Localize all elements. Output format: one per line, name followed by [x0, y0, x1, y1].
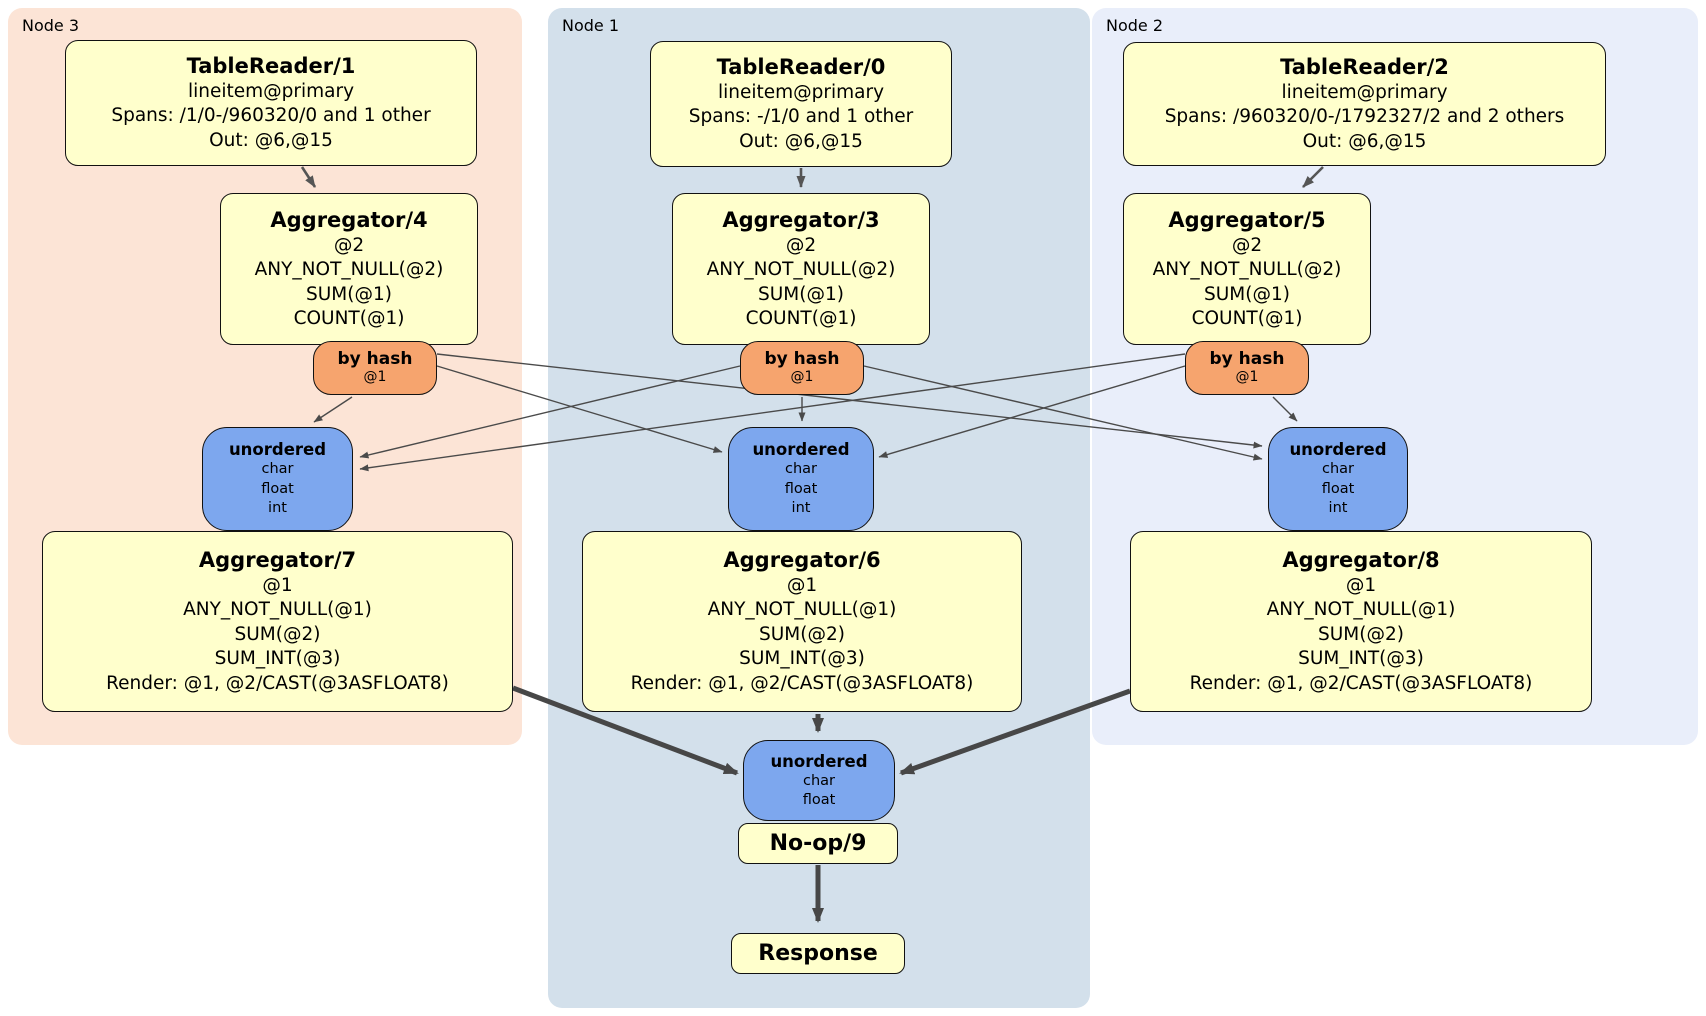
aggregator-6: Aggregator/6 @1 ANY_NOT_NULL(@1) SUM(@2)…: [582, 531, 1022, 712]
tr-agg-arrows: [300, 166, 1324, 188]
router-sync-edges: [313, 353, 1298, 472]
response: Response: [731, 933, 905, 974]
table-reader-0: TableReader/0 lineitem@primary Spans: -/…: [650, 41, 952, 167]
aggregator-6-title: Aggregator/6: [723, 547, 881, 572]
aggregator-4-title: Aggregator/4: [270, 207, 428, 232]
table-reader-1-title: TableReader/1: [186, 53, 356, 78]
aggregator-8: Aggregator/8 @1 ANY_NOT_NULL(@1) SUM(@2)…: [1130, 531, 1592, 712]
table-reader-0-title: TableReader/0: [716, 54, 886, 79]
aggregator-5: Aggregator/5 @2 ANY_NOT_NULL(@2) SUM(@1)…: [1123, 193, 1371, 345]
unordered-sync-node2: unordered char float int: [1268, 427, 1408, 531]
aggregator-3: Aggregator/3 @2 ANY_NOT_NULL(@2) SUM(@1)…: [672, 193, 930, 345]
table-reader-2-title: TableReader/2: [1280, 54, 1449, 79]
hash-router-4: by hash @1: [313, 341, 437, 395]
aggregator-7: Aggregator/7 @1 ANY_NOT_NULL(@1) SUM(@2)…: [42, 531, 513, 712]
hash-router-5: by hash @1: [1185, 341, 1309, 395]
aggregator-8-title: Aggregator/8: [1282, 547, 1440, 572]
aggregator-3-title: Aggregator/3: [722, 207, 880, 232]
table-reader-2: TableReader/2 lineitem@primary Spans: /9…: [1123, 42, 1606, 166]
unordered-sync-node1: unordered char float int: [728, 427, 874, 531]
aggregator-4: Aggregator/4 @2 ANY_NOT_NULL(@2) SUM(@1)…: [220, 193, 478, 345]
unordered-sync-final: unordered char float: [743, 740, 895, 821]
node-2-label: Node 2: [1106, 16, 1164, 35]
noop-9: No-op/9: [738, 823, 898, 864]
aggregator-7-title: Aggregator/7: [198, 547, 357, 572]
node-1-label: Node 1: [562, 16, 620, 35]
node-3-label: Node 3: [22, 16, 80, 35]
aggregator-5-title: Aggregator/5: [1168, 207, 1326, 232]
unordered-sync-node3: unordered char float int: [202, 427, 353, 531]
hash-router-3: by hash @1: [740, 341, 864, 395]
final-arrows: [512, 685, 1131, 923]
table-reader-1: TableReader/1 lineitem@primary Spans: /1…: [65, 40, 477, 166]
